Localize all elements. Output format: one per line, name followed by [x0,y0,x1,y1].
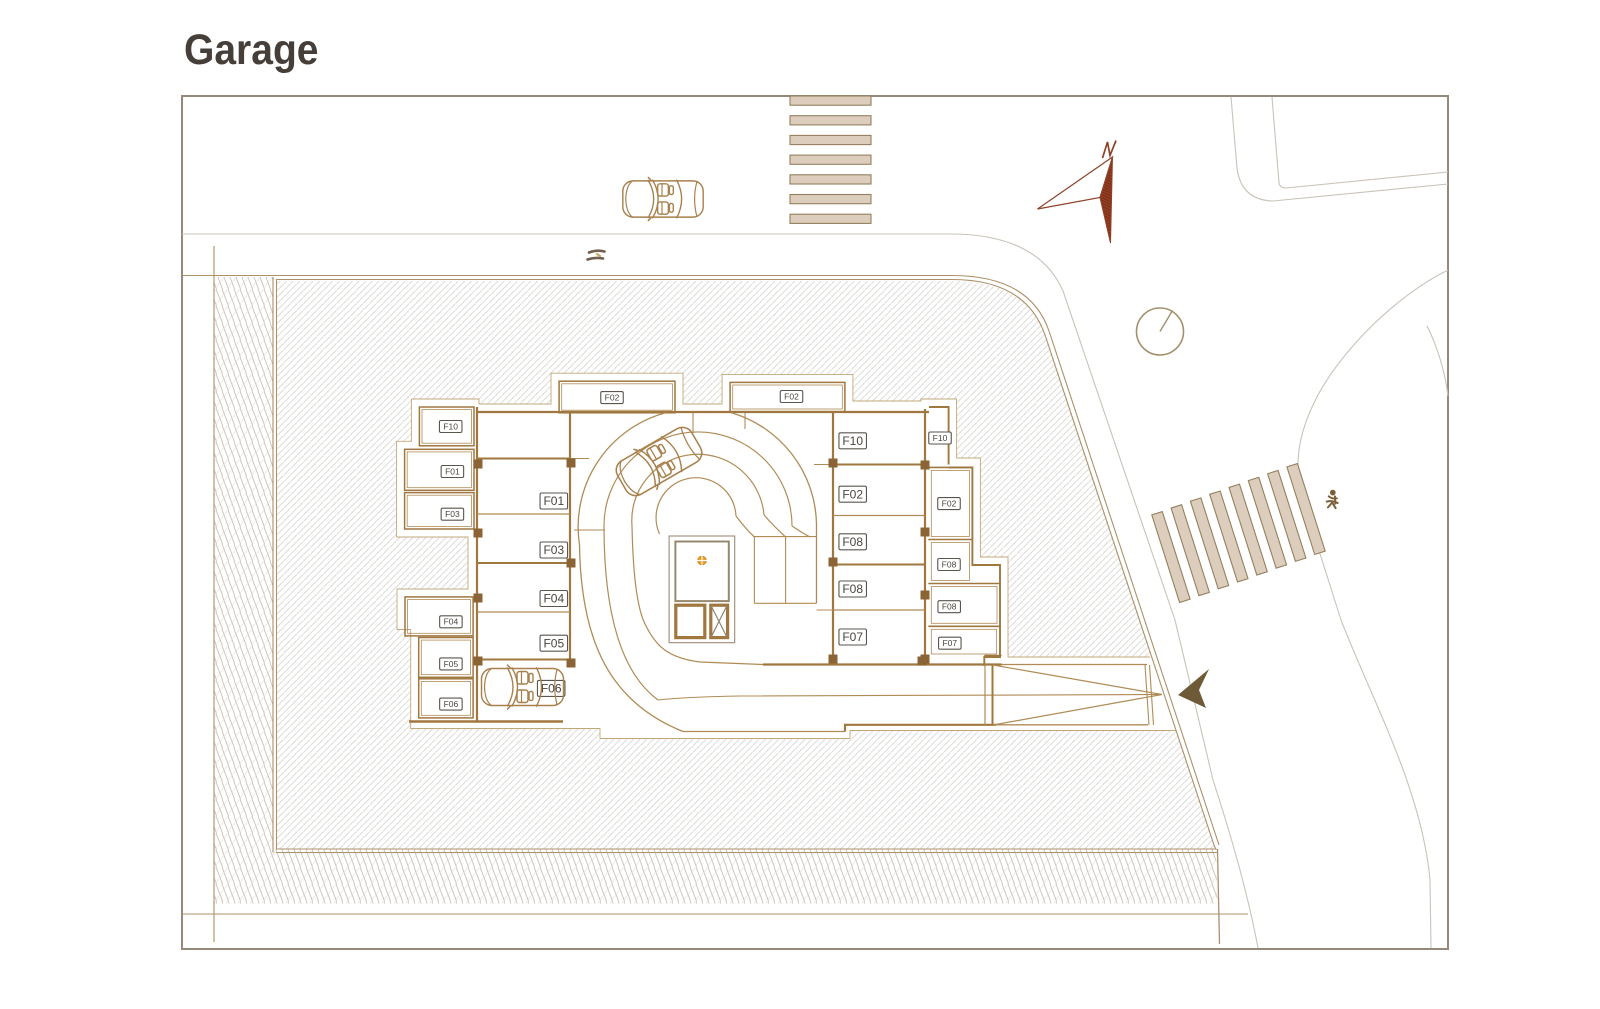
svg-text:F01: F01 [543,494,564,508]
svg-text:F04: F04 [444,617,459,627]
svg-text:F02: F02 [942,498,957,508]
svg-text:F10: F10 [842,434,863,448]
svg-text:F05: F05 [444,659,459,669]
svg-text:F02: F02 [784,391,799,401]
svg-text:F07: F07 [842,630,863,644]
svg-text:F01: F01 [445,466,460,476]
svg-text:F08: F08 [942,602,957,612]
svg-text:F08: F08 [842,582,863,596]
svg-text:F04: F04 [543,592,564,606]
svg-text:F03: F03 [543,543,564,557]
svg-text:F06: F06 [444,699,459,709]
svg-text:F10: F10 [933,433,948,443]
svg-text:F03: F03 [445,509,460,519]
svg-text:F05: F05 [543,636,564,650]
svg-text:F10: F10 [443,421,458,431]
svg-text:Garage: Garage [184,26,319,74]
svg-text:F06: F06 [541,681,562,695]
svg-text:F08: F08 [942,559,957,569]
svg-text:F02: F02 [842,487,863,501]
svg-text:F02: F02 [605,392,620,402]
svg-text:F08: F08 [842,535,863,549]
svg-text:F07: F07 [942,638,957,648]
